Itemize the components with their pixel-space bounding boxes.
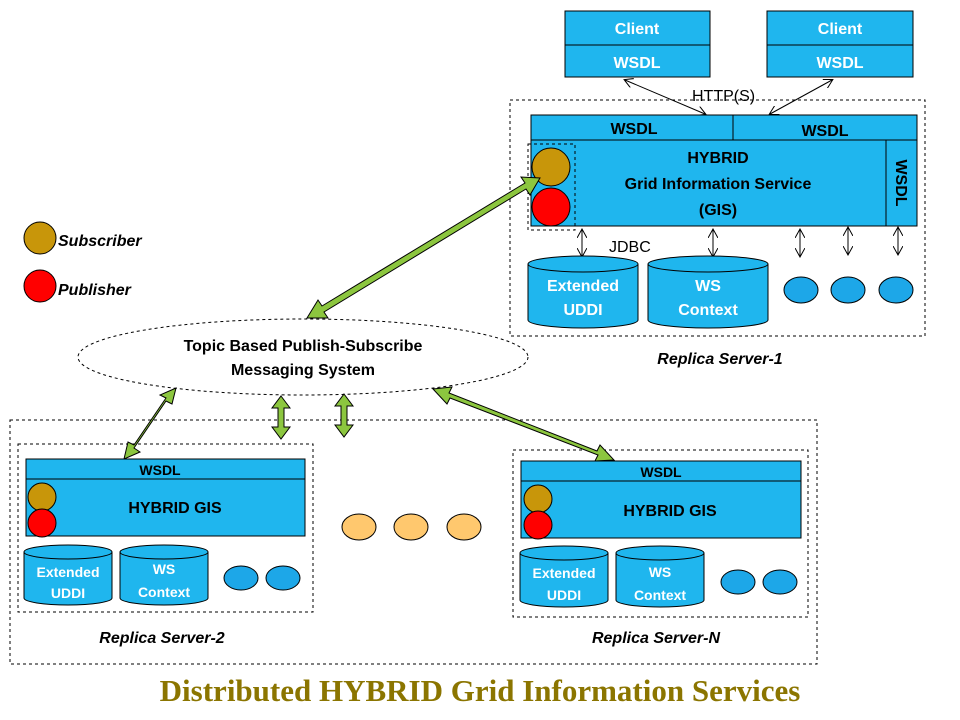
server2-db-ws-context: WS Context — [119, 544, 209, 606]
server2-publisher-dot — [27, 508, 57, 538]
server2-db2-line2: Context — [138, 584, 190, 600]
server1-db1-line1: Extended — [547, 278, 619, 295]
client-wsdl-label-1: WSDL — [613, 55, 660, 72]
server2-db-extended-uddi: Extended UDDI — [23, 544, 113, 606]
more-servers-dot-2 — [393, 513, 429, 541]
server1-gis-box: HYBRID Grid Information Service (GIS) — [530, 139, 887, 227]
server1-db1-line2: UDDI — [563, 302, 602, 319]
legend-publisher-icon — [23, 269, 57, 303]
server2-gis-box: HYBRID GIS — [25, 478, 306, 537]
server-n-db1-line1: Extended — [532, 565, 595, 581]
messaging-line2: Messaging System — [231, 362, 375, 379]
http-arrow-1 — [625, 80, 705, 114]
server2-db1-line1: Extended — [36, 564, 99, 580]
server1-wsdl-bar: WSDL WSDL — [530, 114, 918, 141]
server1-gis-line2: Grid Information Service — [625, 176, 812, 193]
green-arrow-to-server2 — [123, 387, 177, 460]
server1-db-ws-context: WS Context — [647, 255, 769, 329]
server-n-resource-2 — [762, 569, 798, 595]
server-n-gis-label: HYBRID GIS — [623, 503, 717, 520]
server2-subscriber-dot — [27, 482, 57, 512]
server2-wsdl-label: WSDL — [139, 462, 181, 478]
server-n-subscriber-dot — [523, 484, 553, 514]
replica-server-1-container — [509, 99, 926, 337]
server-n-caption: Replica Server-N — [592, 630, 721, 647]
server1-db2-line1: WS — [695, 278, 721, 295]
replica-server-2-container — [17, 443, 314, 613]
jdbc-label: JDBC — [609, 239, 651, 256]
messaging-system — [77, 318, 529, 396]
server1-wsdl-right: WSDL — [801, 123, 848, 140]
server1-gis-line1: HYBRID — [687, 150, 748, 167]
server1-wsdl-side: WSDL — [885, 139, 918, 227]
server1-db2-line2: Context — [678, 302, 738, 319]
green-arrow-vertical-1 — [271, 395, 291, 440]
server1-resource-3 — [878, 276, 914, 304]
server1-wsdl-left: WSDL — [610, 121, 657, 138]
server2-gis-label: HYBRID GIS — [128, 500, 222, 517]
server2-wsdl-bar: WSDL — [25, 458, 306, 480]
http-label: HTTP(S) — [692, 88, 755, 105]
server2-resource-1 — [223, 565, 259, 591]
client-box-1: Client WSDL — [564, 10, 711, 78]
more-servers-dot-1 — [341, 513, 377, 541]
server-n-publisher-dot — [523, 510, 553, 540]
server-n-db2-line2: Context — [634, 587, 686, 603]
server1-resource-2 — [830, 276, 866, 304]
server1-caption: Replica Server-1 — [657, 351, 783, 368]
server1-db-extended-uddi: Extended UDDI — [527, 255, 639, 329]
replica-server-n-container — [512, 449, 809, 618]
server1-subscriber-dot — [531, 147, 571, 187]
green-arrow-to-server-n — [431, 386, 616, 462]
server1-publisher-dot — [531, 187, 571, 227]
server-n-gis-box: HYBRID GIS — [520, 480, 802, 539]
server-n-wsdl-label: WSDL — [640, 464, 682, 480]
server1-resource-1 — [783, 276, 819, 304]
green-arrow-to-server1 — [306, 176, 541, 319]
legend-subscriber-label: Subscriber — [58, 233, 142, 250]
server-n-db-ws-context: WS Context — [615, 545, 705, 608]
server1-wsdl-side-label: WSDL — [892, 159, 909, 206]
more-servers-dot-3 — [446, 513, 482, 541]
http-arrow-2 — [770, 80, 832, 114]
client-wsdl-label-2: WSDL — [816, 55, 863, 72]
client-label-1: Client — [615, 21, 660, 38]
lower-servers-container — [9, 419, 818, 665]
client-box-2: Client WSDL — [766, 10, 914, 78]
server-n-resource-1 — [720, 569, 756, 595]
legend-publisher-label: Publisher — [58, 282, 132, 299]
server2-db2-line1: WS — [153, 561, 176, 577]
server-n-wsdl-bar: WSDL — [520, 460, 802, 482]
server-n-db1-line2: UDDI — [547, 587, 581, 603]
client-label-2: Client — [818, 21, 863, 38]
server2-resource-2 — [265, 565, 301, 591]
server2-db1-line2: UDDI — [51, 585, 85, 601]
server-n-db2-line1: WS — [649, 564, 672, 580]
server2-caption: Replica Server-2 — [99, 630, 225, 647]
legend-subscriber-icon — [23, 221, 57, 255]
server1-gis-line3: (GIS) — [699, 202, 737, 219]
green-arrow-vertical-2 — [334, 393, 354, 438]
page-title: Distributed HYBRID Grid Information Serv… — [160, 673, 801, 708]
messaging-line1: Topic Based Publish-Subscribe — [184, 338, 423, 355]
server-n-db-extended-uddi: Extended UDDI — [519, 545, 609, 608]
